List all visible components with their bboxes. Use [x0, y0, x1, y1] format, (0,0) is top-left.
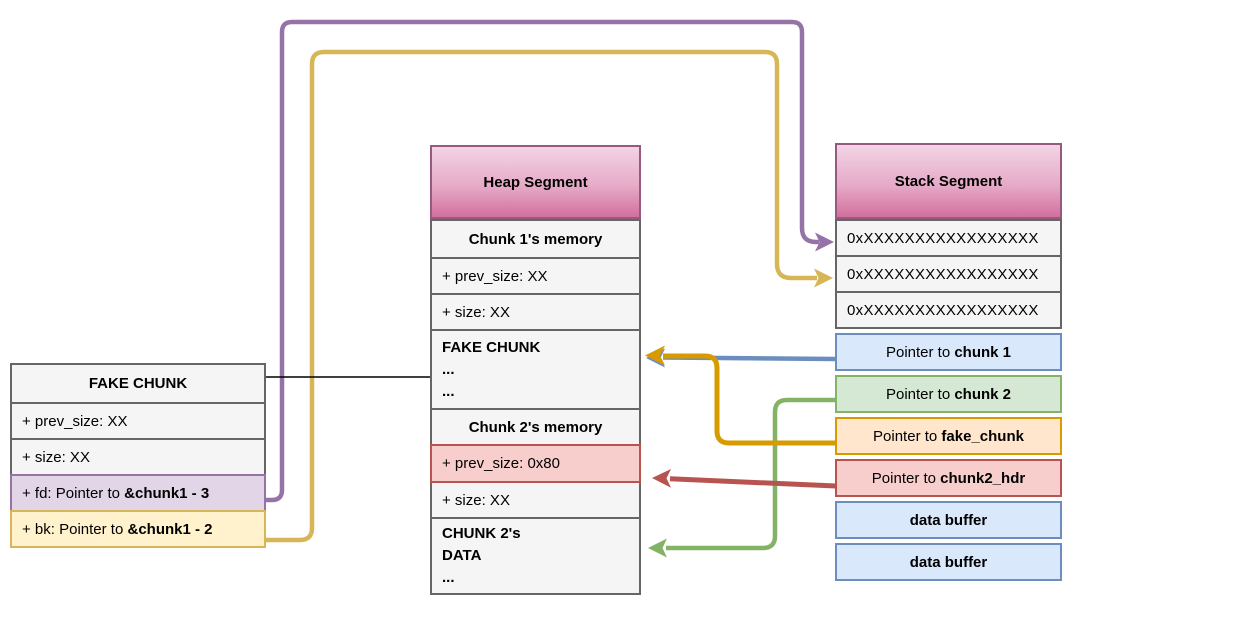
- heap-segment-header: Heap Segment: [430, 145, 641, 219]
- heap-chunk1-prev-size-label: + prev_size: XX: [442, 267, 548, 285]
- arrow-fake-chunk-ptr-head: [645, 345, 665, 366]
- stack-addr-2-label: 0xXXXXXXXXXXXXXXXXX: [847, 265, 1039, 283]
- stack-ptr-chunk2-hdr-row: Pointer to chunk2_hdr: [835, 459, 1062, 497]
- fake-chunk-title: FAKE CHUNK: [10, 363, 266, 404]
- stack-segment-table: Stack Segment 0xXXXXXXXXXXXXXXXXX 0xXXXX…: [835, 143, 1062, 581]
- stack-ptr-chunk1-row: Pointer to chunk 1: [835, 333, 1062, 371]
- fake-chunk-fd-row: + fd: Pointer to &chunk1 - 3: [10, 474, 266, 512]
- fake-chunk-size-label: + size: XX: [22, 448, 90, 466]
- heap-chunk2-size-label: + size: XX: [442, 491, 510, 509]
- arrow-chunk2-ptr-line: [666, 397, 836, 551]
- heap-chunk2-memory-row: Chunk 2's memory: [430, 408, 641, 446]
- heap-chunk2-data-line3: ...: [442, 569, 455, 586]
- stack-ptr-chunk1-prefix: Pointer to: [885, 343, 955, 361]
- heap-fake-chunk-row: FAKE CHUNK ... ...: [430, 329, 641, 410]
- stack-data-buffer-row-2: data buffer: [835, 543, 1062, 581]
- fake-chunk-table: FAKE CHUNK + prev_size: XX + size: XX + …: [10, 363, 266, 548]
- stack-ptr-chunk1-target: chunk 1: [954, 343, 1012, 361]
- arrow-fake-chunk-ptr-line: [663, 353, 836, 446]
- heap-chunk2-size-row: + size: XX: [430, 481, 641, 519]
- heap-chunk2-data-row: CHUNK 2's DATA ...: [430, 517, 641, 595]
- stack-ptr-fake-chunk-row: Pointer to fake_chunk: [835, 417, 1062, 455]
- fake-chunk-bk-row: + bk: Pointer to &chunk1 - 2: [10, 510, 266, 548]
- stack-addr-1-label: 0xXXXXXXXXXXXXXXXXX: [847, 229, 1039, 247]
- stack-addr-row-3: 0xXXXXXXXXXXXXXXXXX: [835, 291, 1062, 329]
- stack-addr-row-2: 0xXXXXXXXXXXXXXXXXX: [835, 255, 1062, 293]
- fake-chunk-title-label: FAKE CHUNK: [88, 375, 188, 392]
- arrow-chunk1-ptr-head: [646, 348, 665, 368]
- heap-chunk1-size-row: + size: XX: [430, 293, 641, 331]
- fake-chunk-prev-size-label: + prev_size: XX: [22, 412, 128, 430]
- fake-chunk-fd-target: &chunk1 - 3: [124, 484, 210, 502]
- heap-fake-chunk-line1: FAKE CHUNK: [442, 338, 541, 356]
- fake-chunk-bk-prefix: + bk: Pointer to: [22, 520, 128, 538]
- arrow-fd-to-stack-head: [815, 232, 834, 252]
- stack-data-buffer-1-label: data buffer: [909, 511, 988, 529]
- heap-chunk2-prev-size-label: + prev_size: 0x80: [442, 455, 560, 472]
- fake-chunk-prev-size-row: + prev_size: XX: [10, 402, 266, 440]
- heap-fake-chunk-line3: ...: [442, 382, 455, 400]
- heap-chunk1-memory-label: Chunk 1's memory: [468, 230, 603, 248]
- stack-addr-3-label: 0xXXXXXXXXXXXXXXXXX: [847, 301, 1039, 319]
- fake-chunk-bk-target: &chunk1 - 2: [127, 520, 213, 538]
- stack-segment-title: Stack Segment: [894, 172, 1003, 190]
- stack-ptr-chunk2-prefix: Pointer to: [885, 385, 955, 403]
- stack-ptr-chunk2-row: Pointer to chunk 2: [835, 375, 1062, 413]
- stack-ptr-chunk2-target: chunk 2: [954, 385, 1012, 403]
- stack-ptr-fake-chunk-prefix: Pointer to: [873, 427, 942, 445]
- stack-segment-header: Stack Segment: [835, 143, 1062, 219]
- stack-data-buffer-2-label: data buffer: [909, 553, 988, 571]
- arrow-chunk1-ptr-line: [662, 355, 837, 362]
- heap-chunk1-memory-row: Chunk 1's memory: [430, 219, 641, 259]
- stack-data-buffer-row-1: data buffer: [835, 501, 1062, 539]
- heap-chunk2-memory-label: Chunk 2's memory: [468, 418, 603, 436]
- stack-ptr-chunk2-hdr-target: chunk2_hdr: [940, 469, 1026, 487]
- fake-chunk-fd-prefix: + fd: Pointer to: [22, 484, 125, 502]
- stack-ptr-fake-chunk-target: fake_chunk: [941, 427, 1024, 445]
- arrow-chunk2-ptr-head: [648, 538, 667, 558]
- arrow-chunk2-hdr-ptr-line: [669, 476, 837, 489]
- heap-fake-chunk-line2: ...: [442, 360, 455, 378]
- heap-chunk2-prev-size-row: + prev_size: 0x80: [430, 444, 641, 483]
- stack-ptr-chunk2-hdr-prefix: Pointer to: [871, 469, 941, 487]
- heap-chunk1-size-label: + size: XX: [442, 303, 510, 321]
- stack-addr-row-1: 0xXXXXXXXXXXXXXXXXX: [835, 219, 1062, 257]
- heap-chunk1-prev-size-row: + prev_size: XX: [430, 257, 641, 295]
- fake-chunk-size-row: + size: XX: [10, 438, 266, 476]
- arrow-chunk2-hdr-ptr-head: [652, 469, 671, 488]
- heap-segment-table: Heap Segment Chunk 1's memory + prev_siz…: [430, 145, 641, 595]
- heap-chunk2-data-line2: DATA: [442, 547, 482, 564]
- heap-chunk2-data-line1: CHUNK 2's: [442, 525, 521, 542]
- arrow-bk-to-stack-head: [814, 268, 833, 288]
- heap-segment-title: Heap Segment: [483, 173, 588, 191]
